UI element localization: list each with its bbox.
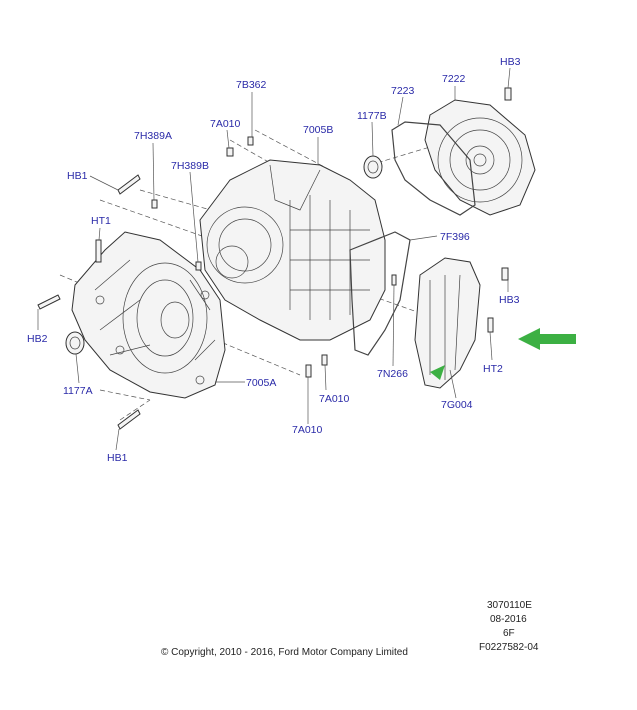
green-arrow-icon bbox=[518, 328, 576, 350]
callout-1177b: 1177B bbox=[357, 110, 387, 122]
callout-7h389a: 7H389A bbox=[134, 130, 172, 142]
callout-hb1-top: HB1 bbox=[67, 170, 88, 182]
gasket-7223 bbox=[391, 121, 476, 216]
seal-1177a bbox=[65, 331, 85, 355]
bolt-hb1-top bbox=[117, 174, 141, 195]
copyright-text: © Copyright, 2010 - 2016, Ford Motor Com… bbox=[161, 647, 408, 658]
callout-7b362: 7B362 bbox=[236, 79, 267, 91]
seal-1177b bbox=[363, 155, 383, 179]
callout-7222: 7222 bbox=[442, 73, 466, 85]
stud-ht1 bbox=[95, 239, 102, 263]
case-housing-7005a bbox=[71, 231, 226, 399]
stud-ht2 bbox=[487, 317, 494, 333]
revision-date: 08-2016 bbox=[490, 614, 527, 625]
plug-7b362 bbox=[247, 136, 254, 146]
bolt-hb3-top bbox=[504, 87, 512, 101]
callout-hb2: HB2 bbox=[27, 333, 48, 345]
callout-7223: 7223 bbox=[391, 85, 415, 97]
cover-7g004 bbox=[414, 257, 481, 389]
file-id: F0227582-04 bbox=[479, 642, 539, 653]
gasket-7f396 bbox=[349, 231, 411, 356]
callout-7h389b: 7H389B bbox=[171, 160, 209, 172]
plug-7a010-bottom bbox=[305, 364, 312, 378]
callout-7a010-mid: 7A010 bbox=[319, 393, 350, 405]
plug-7h389a bbox=[151, 199, 158, 209]
reference-code: 3070110E bbox=[487, 600, 532, 611]
footer: © Copyright, 2010 - 2016, Ford Motor Com… bbox=[161, 600, 539, 658]
callout-7005a: 7005A bbox=[246, 377, 276, 389]
bolt-hb3-right bbox=[501, 267, 509, 281]
callout-ht1: HT1 bbox=[91, 215, 111, 227]
callout-7n266: 7N266 bbox=[377, 368, 408, 380]
callout-ht2: HT2 bbox=[483, 363, 503, 375]
callout-7f396: 7F396 bbox=[440, 231, 470, 243]
callout-7005b: 7005B bbox=[303, 124, 333, 136]
plug-7h389b bbox=[195, 261, 202, 271]
plug-7a010-top bbox=[226, 147, 234, 157]
pump-assembly-7222 bbox=[424, 99, 536, 216]
callout-7g004: 7G004 bbox=[441, 399, 473, 411]
bolt-hb2 bbox=[37, 294, 61, 310]
callout-7a010-top: 7A010 bbox=[210, 118, 241, 130]
callout-hb3-right: HB3 bbox=[499, 294, 520, 306]
plug-7a010-mid bbox=[321, 354, 328, 366]
bolt-hb1-bottom bbox=[117, 409, 141, 430]
callout-labels: 7B362 7A010 7H389A 7H389B 7005B 1177B 72… bbox=[27, 56, 521, 464]
plug-7n266 bbox=[391, 274, 397, 286]
callout-7a010-bottom: 7A010 bbox=[292, 424, 323, 436]
leader-lines bbox=[37, 67, 511, 451]
callout-1177a: 1177A bbox=[63, 385, 93, 397]
callout-hb1-bottom: HB1 bbox=[107, 452, 128, 464]
case-housing-7005b bbox=[199, 159, 386, 341]
callout-hb3-top: HB3 bbox=[500, 56, 521, 68]
variant-code: 6F bbox=[503, 628, 515, 639]
